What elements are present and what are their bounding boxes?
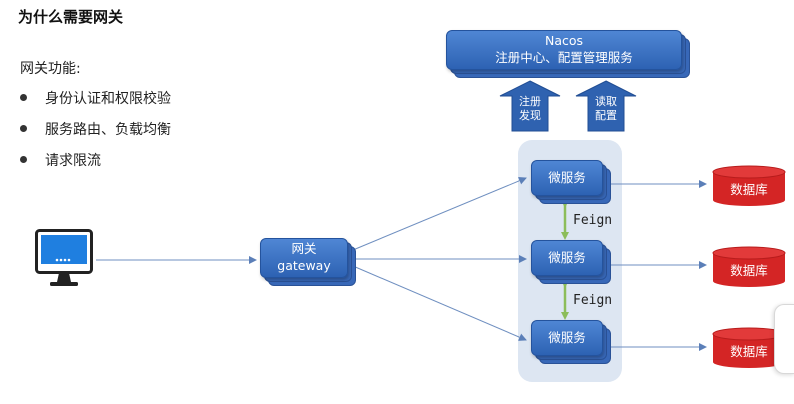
database-cylinder-icon — [712, 165, 786, 206]
feign-label-upper: Feign — [573, 213, 613, 228]
microservice-box-1: 微服务 — [531, 160, 611, 204]
database-label: 数据库 — [730, 263, 768, 278]
page-title: 为什么需要网关 — [18, 8, 124, 26]
gateway-box: 网关 gateway — [260, 238, 356, 286]
microservice-box-3: 微服务 — [531, 320, 611, 364]
read-config-arrow — [575, 80, 637, 132]
nacos-title: Nacos — [544, 33, 584, 49]
features-list: 身份认证和权限校验 服务路由、负载均衡 请求限流 — [20, 82, 171, 175]
database-label: 数据库 — [730, 182, 768, 197]
feature-item: 服务路由、负载均衡 — [20, 113, 171, 144]
nacos-subtitle: 注册中心、配置管理服务 — [495, 50, 633, 65]
microservice-box-2: 微服务 — [531, 240, 611, 284]
register-discovery-arrow — [499, 80, 561, 132]
database-3: 数据库 — [711, 327, 787, 369]
feature-text: 请求限流 — [45, 152, 101, 169]
feature-text: 身份认证和权限校验 — [45, 90, 171, 107]
gateway-sublabel: gateway — [277, 258, 331, 273]
feature-item: 请求限流 — [20, 144, 171, 175]
feign-label-lower: Feign — [573, 293, 613, 308]
database-cylinder-icon — [712, 327, 786, 368]
bullet-icon — [20, 125, 27, 132]
database-2: 数据库 — [711, 246, 787, 288]
feature-text: 服务路由、负载均衡 — [45, 121, 171, 138]
bullet-icon — [20, 156, 27, 163]
bullet-icon — [20, 94, 27, 101]
read-config-label: 读取 配置 — [595, 95, 617, 123]
microservice-label: 微服务 — [531, 320, 603, 356]
feature-item: 身份认证和权限校验 — [20, 82, 171, 113]
database-1: 数据库 — [711, 165, 787, 207]
register-discovery-label: 注册 发现 — [519, 95, 541, 123]
gateway-to-service-1-arrow — [352, 176, 527, 251]
computer-monitor-icon — [35, 229, 93, 286]
gateway-to-service-3-arrow — [352, 265, 527, 341]
microservice-label: 微服务 — [531, 160, 603, 196]
side-panel-handle[interactable] — [774, 304, 794, 374]
features-heading: 网关功能: — [20, 61, 81, 77]
database-label: 数据库 — [730, 344, 768, 359]
microservice-label: 微服务 — [531, 240, 603, 276]
gateway-label: 网关 — [291, 241, 317, 257]
nacos-box: Nacos 注册中心、配置管理服务 — [446, 30, 690, 78]
database-cylinder-icon — [712, 246, 786, 287]
